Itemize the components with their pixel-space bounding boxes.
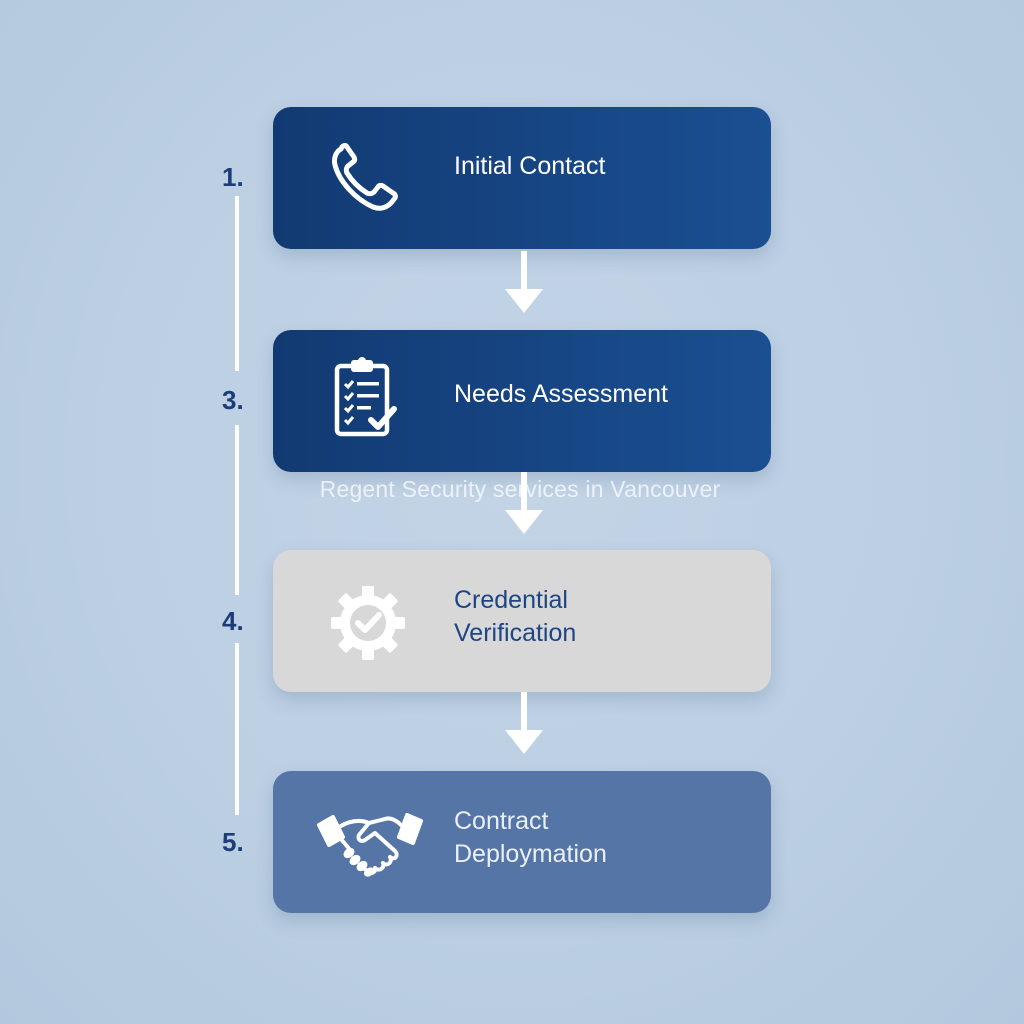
step-number-4: 4. — [222, 606, 244, 636]
step-number-3: 3. — [222, 385, 244, 415]
arrow-down-icon — [505, 251, 543, 313]
phone-icon — [332, 143, 398, 211]
timeline-line-segment — [235, 196, 239, 371]
step-card-credential-verification: Credential Verification — [273, 550, 771, 692]
step-label-credential-verification: Credential Verification — [454, 586, 577, 647]
timeline-line-segment — [235, 643, 239, 815]
handshake-icon — [317, 813, 423, 877]
timeline-line-segment — [235, 425, 239, 595]
step-label-initial-contact: Initial Contact — [454, 152, 606, 180]
clipboard-check-icon — [334, 357, 397, 437]
arrow-down-icon — [505, 472, 543, 534]
step-number-5: 5. — [222, 827, 244, 857]
step-card-contract-deploymation: Contract Deploymation — [273, 771, 771, 913]
arrow-down-icon — [505, 692, 543, 754]
step-card-needs-assessment: Needs Assessment — [273, 330, 771, 472]
step-label-needs-assessment: Needs Assessment — [454, 380, 668, 408]
step-label-contract-deploymation: Contract Deploymation — [454, 807, 607, 868]
gear-check-icon — [331, 586, 405, 660]
step-card-initial-contact: Initial Contact — [273, 107, 771, 249]
watermark-text: Regent Security services in Vancouver — [319, 476, 721, 502]
step-number-1: 1. — [222, 162, 244, 192]
